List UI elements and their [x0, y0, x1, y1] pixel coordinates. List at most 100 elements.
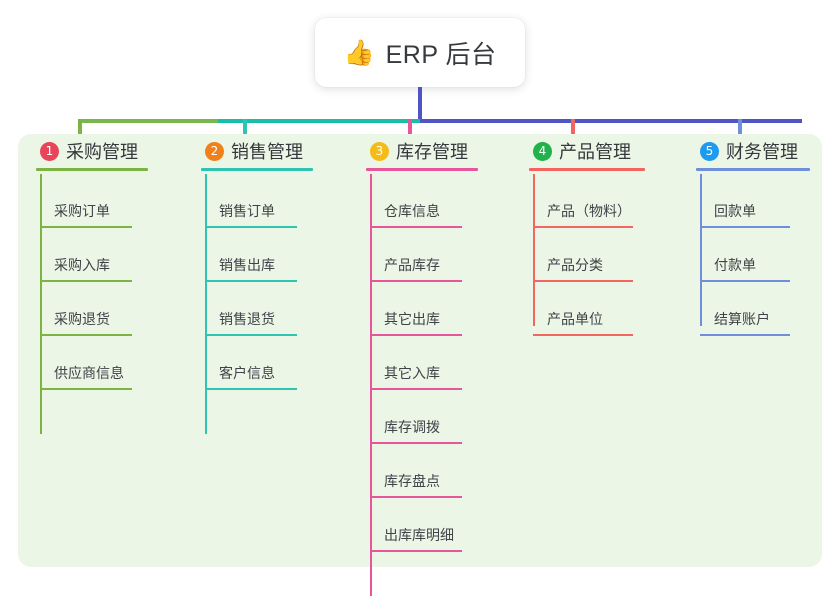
leaf-item-label: 产品单位: [547, 311, 603, 327]
leaf-item[interactable]: 产品库存: [370, 228, 462, 282]
column-spine-2: [205, 174, 207, 434]
column-title-5: 财务管理: [726, 142, 798, 162]
leaf-item-rule: [205, 280, 297, 282]
bus-segment-indigo: [420, 119, 802, 123]
leaf-item-label: 付款单: [714, 257, 756, 273]
leaf-item[interactable]: 出库库明细: [370, 498, 462, 552]
leaf-item-rule: [205, 334, 297, 336]
leaf-item-label: 库存盘点: [384, 473, 440, 489]
column-spine-1: [40, 174, 42, 434]
column-badge-5: 5: [700, 141, 719, 161]
leaf-item[interactable]: 回款单: [700, 174, 790, 228]
column-badge-3: 3: [370, 141, 389, 161]
column-spine-4: [533, 174, 535, 326]
leaf-item[interactable]: 采购订单: [40, 174, 132, 228]
root-node-card[interactable]: 👍 ERP 后台: [315, 18, 525, 87]
column-rule-2: [201, 168, 313, 171]
leaf-item-label: 客户信息: [219, 365, 275, 381]
leaf-item-rule: [205, 226, 297, 228]
leaf-item-rule: [370, 496, 462, 498]
leaf-item[interactable]: 销售退货: [205, 282, 297, 336]
column-1: 1 采购管理采购订单采购入库采购退货供应商信息: [36, 134, 148, 434]
leaf-item-label: 产品分类: [547, 257, 603, 273]
column-header-1[interactable]: 1 采购管理: [36, 134, 148, 168]
column-header-3[interactable]: 3 库存管理: [366, 134, 478, 168]
leaf-item-rule: [370, 334, 462, 336]
leaf-item-rule: [370, 550, 462, 552]
thumbs-up-emoji: 👍: [343, 38, 375, 67]
leaf-item[interactable]: 仓库信息: [370, 174, 462, 228]
leaf-item-label: 采购入库: [54, 257, 110, 273]
leaf-item[interactable]: 销售订单: [205, 174, 297, 228]
leaf-item-rule: [700, 334, 790, 336]
leaf-item[interactable]: 产品单位: [533, 282, 633, 336]
leaf-item-label: 其它入库: [384, 365, 440, 381]
leaf-item-rule: [40, 280, 132, 282]
root-node-title: ERP 后台: [385, 40, 497, 69]
column-rule-3: [366, 168, 478, 171]
leaf-item-label: 销售订单: [219, 203, 275, 219]
leaf-item[interactable]: 采购退货: [40, 282, 132, 336]
column-title-3: 库存管理: [396, 142, 468, 162]
leaf-item-label: 库存调拨: [384, 419, 440, 435]
leaf-item-label: 供应商信息: [54, 365, 124, 381]
leaf-item-rule: [533, 334, 633, 336]
leaf-item[interactable]: 采购入库: [40, 228, 132, 282]
leaf-item-label: 采购订单: [54, 203, 110, 219]
leaf-item-label: 销售出库: [219, 257, 275, 273]
column-spine-3: [370, 174, 372, 596]
column-2: 2 销售管理销售订单销售出库销售退货客户信息: [201, 134, 313, 434]
leaf-item-label: 仓库信息: [384, 203, 440, 219]
leaf-item[interactable]: 付款单: [700, 228, 790, 282]
diagram-panel: [18, 134, 822, 567]
leaf-item-rule: [700, 226, 790, 228]
column-title-2: 销售管理: [231, 142, 303, 162]
column-badge-2: 2: [205, 141, 224, 161]
leaf-item-rule: [370, 442, 462, 444]
leaf-item[interactable]: 库存盘点: [370, 444, 462, 498]
column-title-4: 产品管理: [559, 142, 631, 162]
leaf-item-label: 出库库明细: [384, 527, 454, 543]
leaf-item-label: 采购退货: [54, 311, 110, 327]
bus-segment-teal: [218, 119, 420, 123]
column-rule-4: [529, 168, 645, 171]
column-header-2[interactable]: 2 销售管理: [201, 134, 313, 168]
column-rule-5: [696, 168, 810, 171]
leaf-item-rule: [370, 226, 462, 228]
column-spine-5: [700, 174, 702, 326]
leaf-item-rule: [533, 280, 633, 282]
leaf-item[interactable]: 结算账户: [700, 282, 790, 336]
leaf-item-rule: [533, 226, 633, 228]
column-5: 5 财务管理回款单付款单结算账户: [696, 134, 810, 336]
leaf-item[interactable]: 产品（物料）: [533, 174, 633, 228]
leaf-item-rule: [370, 280, 462, 282]
leaf-item[interactable]: 其它入库: [370, 336, 462, 390]
leaf-item-label: 回款单: [714, 203, 756, 219]
leaf-item-rule: [40, 388, 132, 390]
leaf-item[interactable]: 供应商信息: [40, 336, 132, 390]
bus-segment-green: [78, 119, 218, 123]
leaf-item[interactable]: 其它出库: [370, 282, 462, 336]
leaf-item[interactable]: 产品分类: [533, 228, 633, 282]
leaf-item-rule: [370, 388, 462, 390]
leaf-item-rule: [700, 280, 790, 282]
root-stem-connector: [418, 87, 422, 121]
column-header-5[interactable]: 5 财务管理: [696, 134, 810, 168]
leaf-item-rule: [40, 226, 132, 228]
column-rule-1: [36, 168, 148, 171]
leaf-item[interactable]: 库存调拨: [370, 390, 462, 444]
leaf-item-label: 产品（物料）: [547, 203, 631, 219]
leaf-item-label: 销售退货: [219, 311, 275, 327]
column-3: 3 库存管理仓库信息产品库存其它出库其它入库库存调拨库存盘点出库库明细: [366, 134, 478, 596]
leaf-item-label: 结算账户: [714, 311, 770, 327]
column-title-1: 采购管理: [66, 142, 138, 162]
leaf-item-rule: [205, 388, 297, 390]
column-badge-1: 1: [40, 141, 59, 161]
leaf-item[interactable]: 客户信息: [205, 336, 297, 390]
leaf-item-label: 产品库存: [384, 257, 440, 273]
leaf-item-rule: [40, 334, 132, 336]
leaf-item-label: 其它出库: [384, 311, 440, 327]
leaf-item[interactable]: 销售出库: [205, 228, 297, 282]
